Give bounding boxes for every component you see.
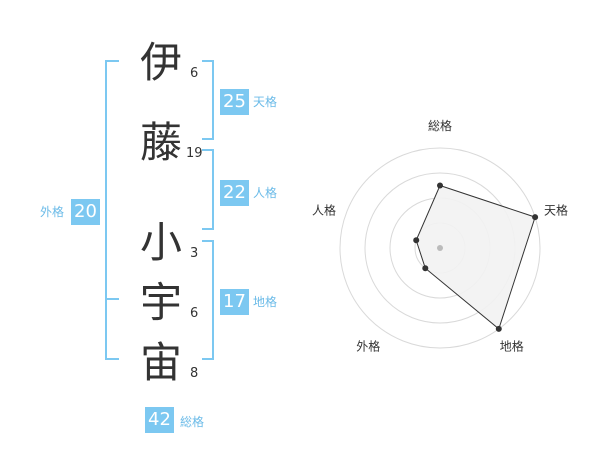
gaikaku-bracket-bottom: [105, 358, 119, 360]
radar-point-1: [532, 214, 539, 221]
chikaku-label: 地格: [253, 295, 278, 309]
radar-axis-label-3: 外格: [356, 339, 380, 354]
tenkaku-bracket-vertical: [212, 60, 214, 140]
name-char-4: 宇: [139, 278, 182, 327]
radar-points: [413, 182, 539, 332]
soukaku-value: 42: [145, 407, 174, 433]
name-char-1: 伊: [139, 38, 182, 87]
gaikaku-value: 20: [71, 199, 100, 225]
name-char-2: 藤: [139, 118, 182, 167]
chikaku-value: 17: [220, 289, 249, 315]
radar-point-3: [422, 265, 429, 272]
jinkaku-bracket-top: [202, 149, 214, 151]
jinkaku-label: 人格: [253, 186, 278, 200]
radar-axis-label-2: 地格: [500, 339, 524, 354]
radar-ring-4: [339, 147, 541, 349]
tenkaku-bracket-top: [202, 60, 214, 62]
name-char-3: 小: [139, 218, 182, 267]
stroke-count-5: 8: [190, 366, 199, 381]
jinkaku-bracket-bottom: [202, 228, 214, 230]
radar-axis-label-4: 人格: [312, 202, 336, 217]
gaikaku-label: 外格: [40, 205, 65, 219]
jinkaku-value: 22: [220, 180, 249, 206]
gaikaku-bracket-top: [105, 60, 119, 62]
radar-axis-label-0: 総格: [428, 118, 452, 133]
chikaku-bracket-vertical: [212, 240, 214, 360]
stroke-count-4: 6: [190, 306, 199, 321]
radar-area: [415, 184, 536, 330]
tenkaku-value: 25: [220, 89, 249, 115]
stroke-count-1: 6: [190, 66, 199, 81]
tenkaku-bracket-bottom: [202, 138, 214, 140]
jinkaku-bracket-vertical: [212, 149, 214, 230]
gaikaku-bracket-mid: [105, 298, 119, 300]
radar-point-4: [413, 237, 420, 244]
name-char-5: 宙: [139, 338, 182, 387]
radar-axis-label-1: 天格: [544, 202, 568, 217]
gaikaku-bracket-vertical: [105, 60, 107, 360]
radar-center-dot: [437, 245, 443, 251]
stroke-count-3: 3: [190, 246, 199, 261]
stroke-count-2: 19: [186, 146, 203, 161]
chikaku-bracket-bottom: [202, 358, 214, 360]
radar-point-2: [495, 325, 502, 332]
tenkaku-label: 天格: [253, 95, 278, 109]
chikaku-bracket-top: [202, 240, 214, 242]
radar-point-0: [437, 182, 443, 189]
soukaku-label: 総格: [180, 415, 205, 429]
